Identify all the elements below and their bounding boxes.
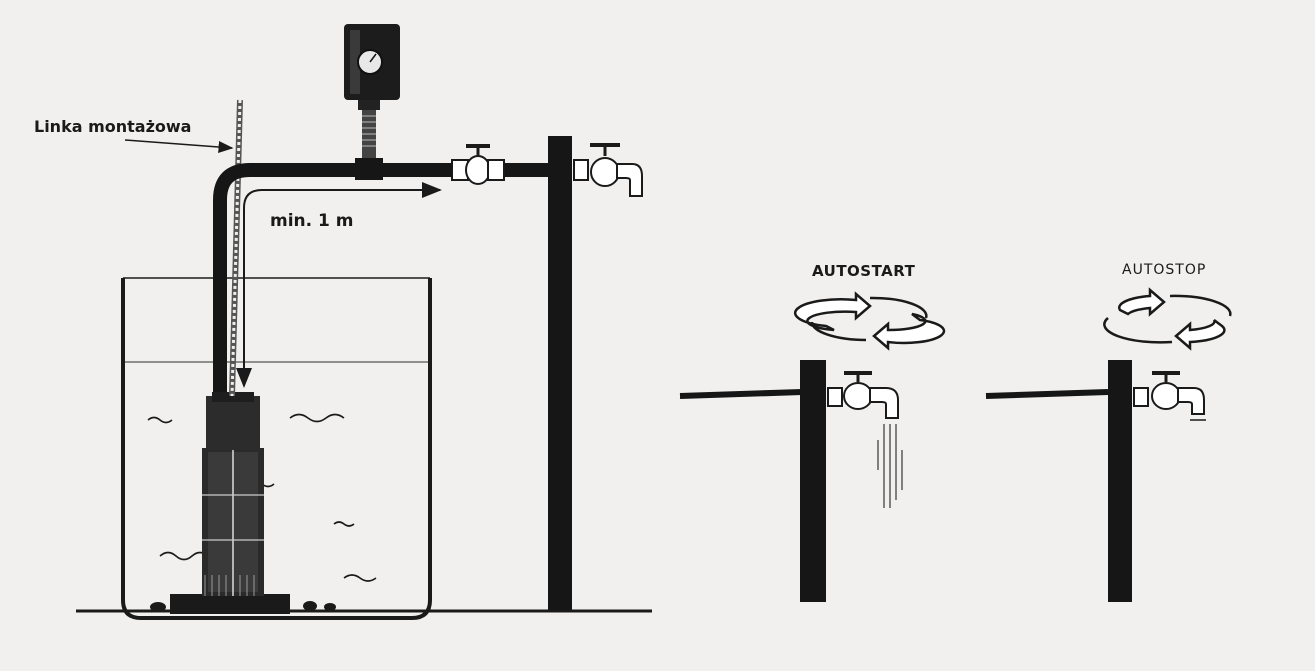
autostop-rotation-icon xyxy=(1103,287,1232,351)
autostart-scene xyxy=(679,291,946,602)
water-tank xyxy=(121,278,432,620)
shutoff-valve xyxy=(451,144,505,185)
tank-bottom-stones xyxy=(150,594,336,614)
mounting-rope xyxy=(229,99,243,397)
submersible-pump xyxy=(202,392,264,596)
discharge-pipe xyxy=(213,163,560,392)
mounting-line-arrow xyxy=(124,139,234,153)
min-distance-label: min. 1 m xyxy=(270,211,354,231)
water-stream xyxy=(877,424,903,508)
autostop-label: AUTOSTOP xyxy=(1122,262,1207,278)
min-distance-dimension xyxy=(243,182,442,378)
mounting-line-label: Linka montażowa xyxy=(34,117,192,136)
autostop-scene xyxy=(985,287,1232,602)
wall-post xyxy=(548,136,572,610)
pressure-switch xyxy=(344,24,400,180)
autostart-label: AUTOSTART xyxy=(812,262,916,280)
autostart-rotation-icon xyxy=(793,291,946,351)
outlet-tap xyxy=(573,143,643,197)
